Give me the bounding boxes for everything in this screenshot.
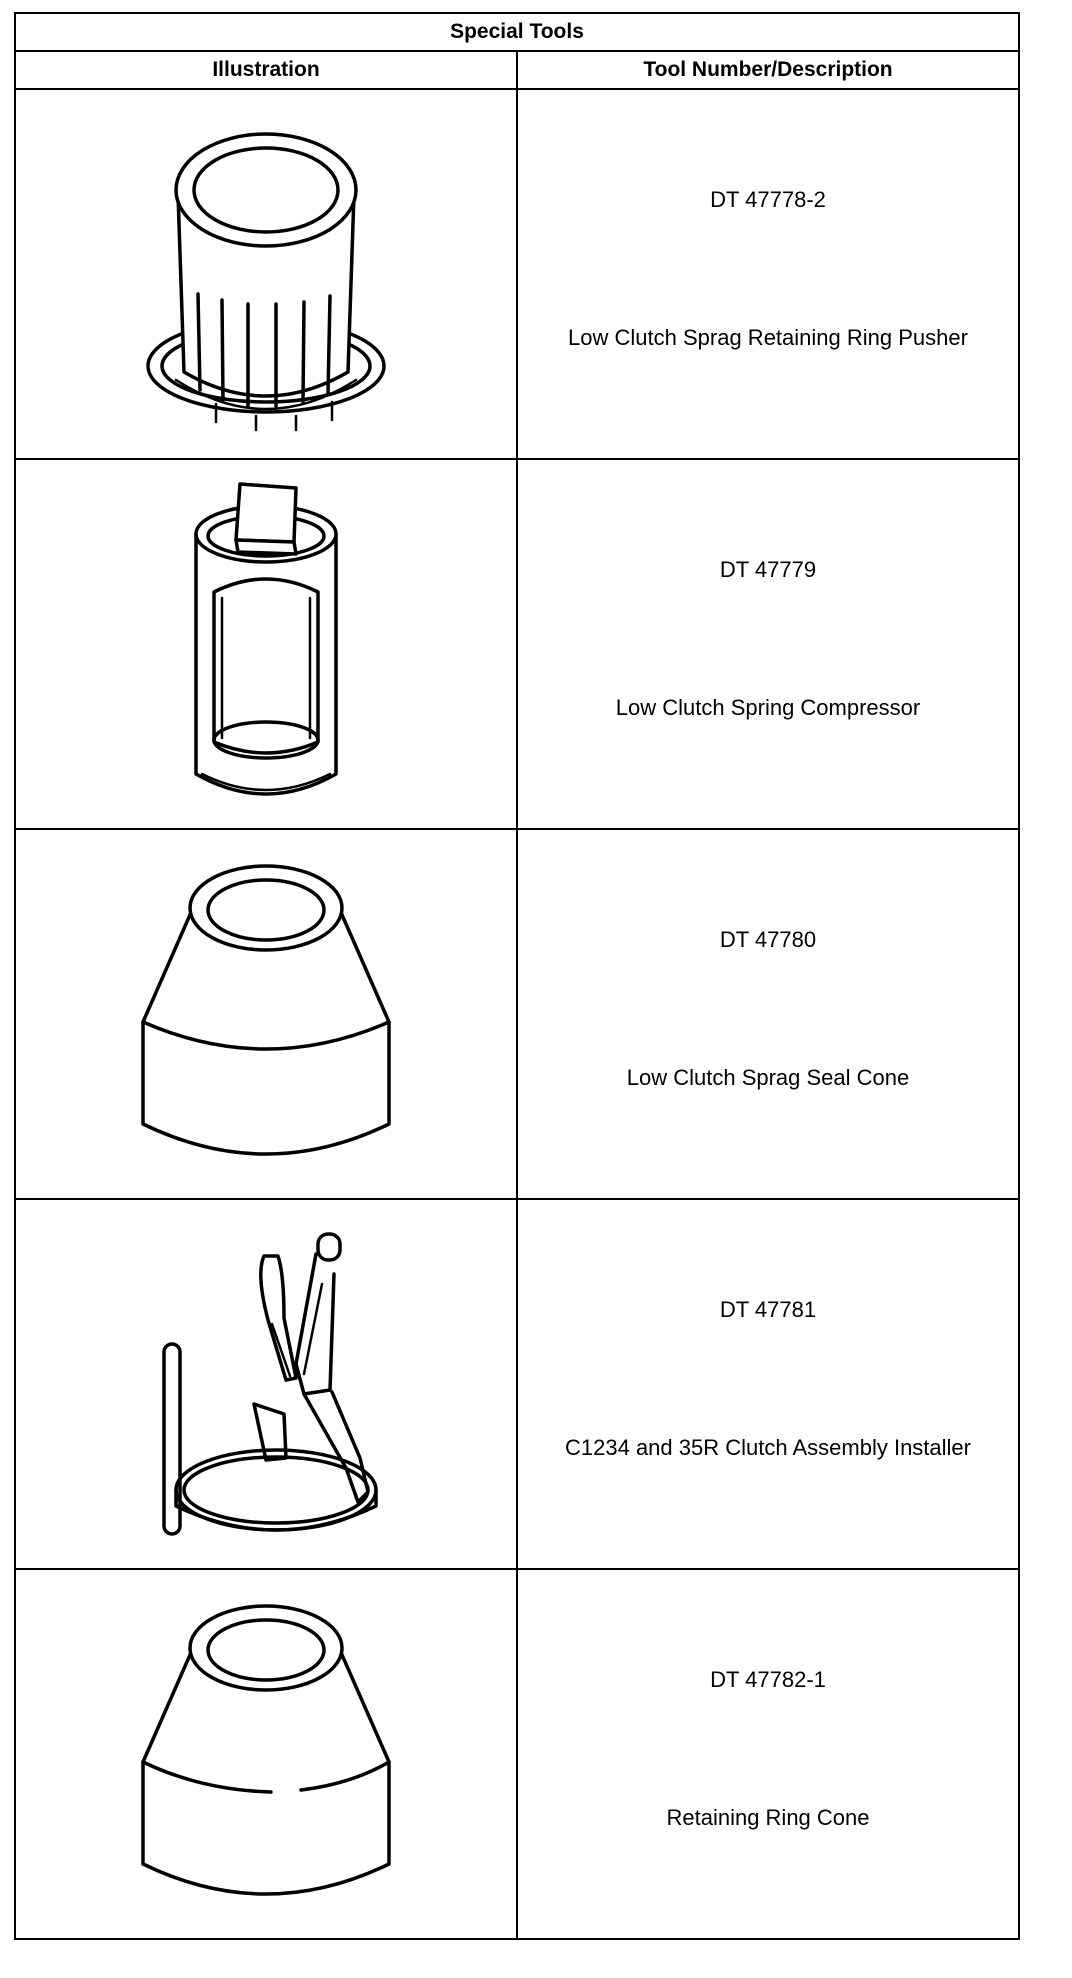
tool-description: Low Clutch Sprag Retaining Ring Pusher: [568, 325, 968, 350]
tool-description: C1234 and 35R Clutch Assembly Installer: [565, 1435, 971, 1460]
table-row: DT 47780 Low Clutch Sprag Seal Cone: [14, 828, 1020, 1200]
illustration-cell: [14, 1568, 518, 1940]
tool-description: Low Clutch Sprag Seal Cone: [626, 1065, 910, 1090]
illustration-cell: [14, 1198, 518, 1570]
tool-description: Low Clutch Spring Compressor: [615, 695, 921, 720]
tool-number: DT 47779: [719, 557, 817, 582]
clutch-installer-illustration: [162, 1232, 378, 1536]
table-row: DT 47779 Low Clutch Spring Compressor: [14, 458, 1020, 830]
tool-cell: DT 47779 Low Clutch Spring Compressor: [516, 458, 1020, 830]
header-tool-number-description: Tool Number/Description: [516, 50, 1020, 90]
tool-number: DT 47778-2: [710, 187, 826, 212]
tool-description: Retaining Ring Cone: [666, 1805, 870, 1830]
tool-number: DT 47780: [719, 927, 817, 952]
tool-cell: DT 47780 Low Clutch Sprag Seal Cone: [516, 828, 1020, 1200]
tool-cell: DT 47778-2 Low Clutch Sprag Retaining Ri…: [516, 88, 1020, 460]
table-row: DT 47778-2 Low Clutch Sprag Retaining Ri…: [14, 88, 1020, 460]
table-title: Special Tools: [14, 12, 1020, 52]
table-row: DT 47781 C1234 and 35R Clutch Assembly I…: [14, 1198, 1020, 1570]
retaining-ring-cone-illustration: [141, 1604, 391, 1896]
tool-cell: DT 47781 C1234 and 35R Clutch Assembly I…: [516, 1198, 1020, 1570]
spring-compressor-illustration: [194, 482, 338, 796]
header-illustration: Illustration: [14, 50, 518, 90]
retaining-ring-pusher-illustration: [146, 132, 386, 432]
tool-number: DT 47781: [719, 1297, 817, 1322]
illustration-cell: [14, 458, 518, 830]
illustration-cell: [14, 828, 518, 1200]
seal-cone-illustration: [141, 864, 391, 1156]
tool-cell: DT 47782-1 Retaining Ring Cone: [516, 1568, 1020, 1940]
illustration-cell: [14, 88, 518, 460]
tool-number: DT 47782-1: [710, 1667, 826, 1692]
table-row: DT 47782-1 Retaining Ring Cone: [14, 1568, 1020, 1940]
special-tools-table: Special Tools Illustration Tool Number/D…: [14, 12, 1020, 1940]
